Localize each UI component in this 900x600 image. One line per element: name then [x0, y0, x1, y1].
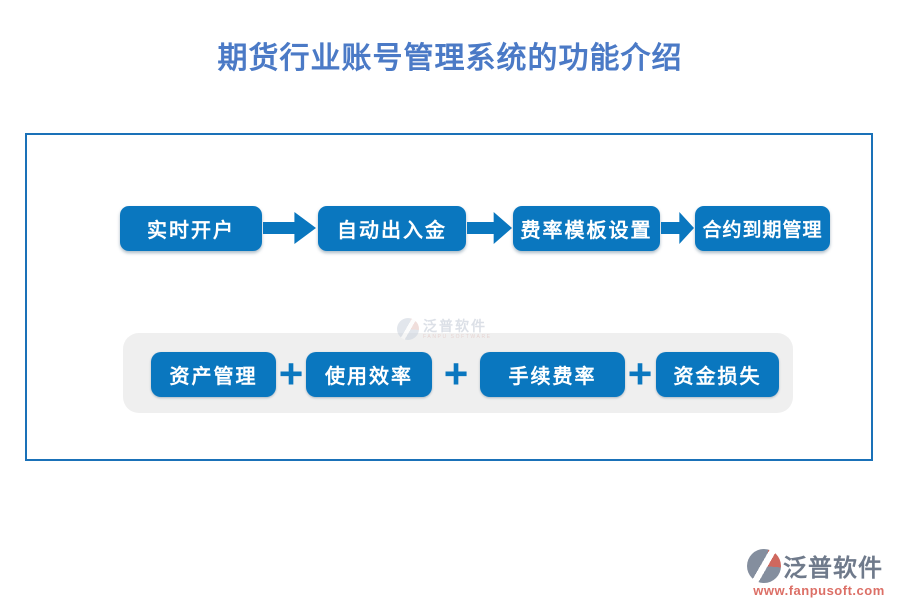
- summary-item-commission-rate: 手续费率: [480, 352, 625, 397]
- fanpu-logo-icon: [747, 548, 781, 583]
- plus-icon: +: [627, 350, 653, 397]
- summary-item-asset-management: 资产管理: [151, 352, 276, 397]
- plus-icon: +: [443, 350, 469, 397]
- center-watermark: 泛普软件 FANPU SOFTWARE: [397, 315, 492, 343]
- flow-step-contract-expiry-management: 合约到期管理: [695, 206, 830, 251]
- arrow-right-icon: [661, 212, 694, 244]
- summary-item-usage-efficiency: 使用效率: [306, 352, 432, 397]
- content-frame: [25, 133, 873, 461]
- flow-step-realtime-account-opening: 实时开户: [120, 206, 262, 251]
- flow-step-auto-deposit-withdrawal: 自动出入金: [318, 206, 466, 251]
- fanpu-logo-icon: [397, 318, 419, 340]
- summary-item-fund-loss: 资金损失: [656, 352, 779, 397]
- plus-icon: +: [278, 350, 304, 397]
- flow-step-rate-template-setup: 费率模板设置: [513, 206, 660, 251]
- watermark-brand: 泛普软件: [423, 317, 487, 334]
- footer-brand-name: 泛普软件: [783, 555, 883, 582]
- page-title: 期货行业账号管理系统的功能介绍: [217, 42, 683, 75]
- footer-url: www.fanpusoft.com: [753, 583, 885, 598]
- watermark-subtext: FANPU SOFTWARE: [423, 333, 492, 340]
- arrow-right-icon: [467, 212, 512, 244]
- footer-brand-row: 泛普软件: [747, 548, 891, 583]
- footer-brand: 泛普软件 www.fanpusoft.com: [747, 548, 891, 598]
- arrow-right-icon: [263, 212, 316, 244]
